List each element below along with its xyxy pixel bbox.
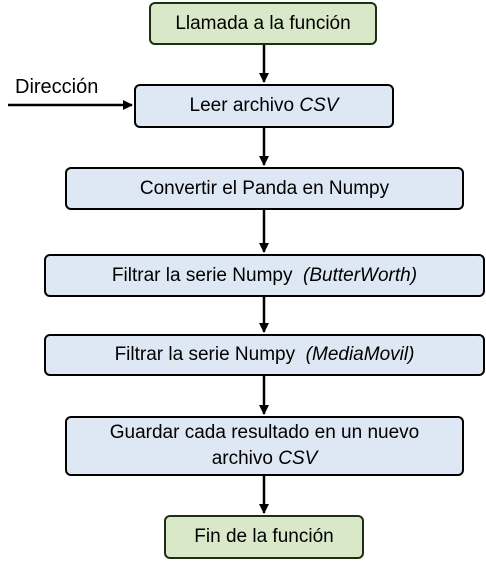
read-csv-format: CSV xyxy=(299,95,339,116)
read-csv-text: Leer archivo xyxy=(189,95,300,116)
save-results-text: archivo xyxy=(211,448,279,469)
convert-panda-label: Convertir el Panda en Numpy xyxy=(139,177,390,199)
input-label-direccion: Dirección xyxy=(15,76,99,98)
filter-butterworth-method: (ButterWorth) xyxy=(303,264,418,286)
save-results-line1: Guardar cada resultado en un nuevo xyxy=(109,422,420,443)
start-node: Llamada a la función xyxy=(149,2,377,45)
filter-butterworth-node: Filtrar la serie Numpy (ButterWorth) xyxy=(44,254,485,297)
end-node-label: Fin de la función xyxy=(194,526,334,547)
start-node-label: Llamada a la función xyxy=(175,12,351,34)
save-results-line2: archivo CSV xyxy=(212,446,318,472)
filter-butterworth-text: Filtrar la serie Numpy xyxy=(111,264,304,286)
filter-mediamovil-method: (MediaMovil) xyxy=(305,344,415,365)
read-csv-label: Leer archivo CSV xyxy=(190,93,339,119)
convert-panda-node: Convertir el Panda en Numpy xyxy=(65,167,464,210)
filter-mediamovil-label: Filtrar la serie Numpy (MediaMovil) xyxy=(115,342,415,368)
end-node: Fin de la función xyxy=(164,515,364,559)
save-results-format: CSV xyxy=(278,448,318,469)
save-results-node: Guardar cada resultado en un nuevo archi… xyxy=(65,416,464,476)
filter-butterworth-label: Filtrar la serie Numpy (ButterWorth) xyxy=(112,263,417,289)
filter-mediamovil-text: Filtrar la serie Numpy xyxy=(114,344,306,365)
read-csv-node: Leer archivo CSV xyxy=(134,84,394,128)
filter-mediamovil-node: Filtrar la serie Numpy (MediaMovil) xyxy=(44,334,485,376)
